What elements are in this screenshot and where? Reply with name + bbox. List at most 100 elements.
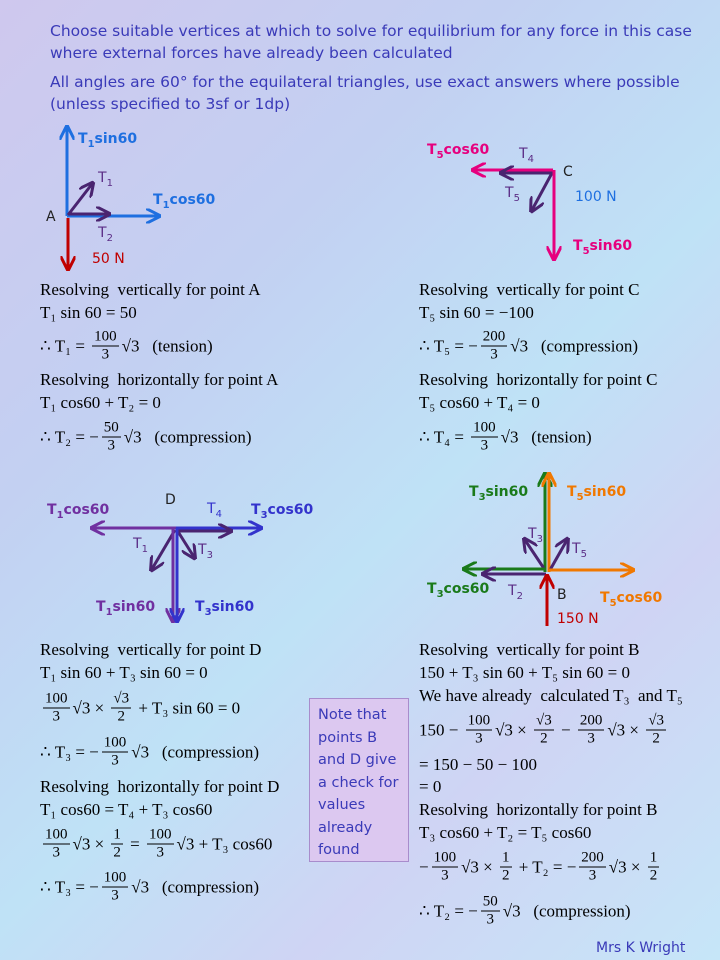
equation-text: ∴ T₁ =: [40, 336, 90, 355]
label-t5: T5: [571, 541, 587, 560]
diagram-point-b: [465, 475, 632, 626]
numerator: 50: [480, 893, 500, 912]
label-50n: 50 N: [92, 251, 125, 267]
equation-line: T₃ cos60 + T₂ = T₅ cos60: [419, 823, 591, 843]
instructions: Choose suitable vertices at which to sol…: [50, 22, 692, 62]
equation-line: Resolving vertically for point C: [419, 280, 640, 300]
equation-text: Resolving vertically for point D: [40, 640, 262, 659]
numerator: √3: [111, 690, 132, 709]
equation-text: ∴ T₂ = −: [40, 427, 99, 446]
numerator: 100: [101, 734, 129, 753]
equation-line: Resolving vertically for point D: [40, 640, 261, 660]
equation-text: =: [125, 834, 145, 853]
label-t4: T4: [518, 146, 534, 165]
label-t1cos60: T1cos60: [153, 192, 216, 211]
equation-text: = 150 − 50 − 100: [419, 755, 538, 774]
numerator: 1: [500, 849, 512, 868]
diagram-point-d: [93, 528, 260, 620]
equation-text: ∴ T₃ = −: [40, 742, 99, 761]
equation-line: Resolving horizontally for point B: [419, 800, 657, 820]
denominator: 3: [101, 346, 110, 363]
numerator: 200: [577, 712, 605, 731]
label-100n: 100 N: [575, 189, 617, 205]
numerator: √3: [646, 712, 666, 731]
equation-line: Resolving vertically for point B: [419, 640, 640, 660]
t3-arrow: [175, 529, 194, 557]
numerator: 1: [111, 826, 123, 845]
denominator: 3: [480, 437, 489, 454]
label-t1cos60: T1cos60: [47, 502, 110, 521]
denominator: 3: [111, 752, 119, 769]
label-point-b: B: [557, 587, 567, 603]
denominator: 2: [652, 730, 660, 747]
equation-text: Resolving horizontally for point B: [419, 800, 658, 819]
label-point-c: C: [563, 164, 573, 180]
equation-line: Resolving horizontally for point A: [40, 370, 278, 390]
equation-text: √3 (tension): [500, 427, 592, 446]
denominator: 3: [587, 730, 595, 747]
denominator: 3: [156, 844, 165, 861]
equation-text: √3 ×: [461, 857, 498, 876]
equation-text: √3 (compression): [131, 742, 260, 761]
equation-text: T₁ sin 60 + T₃ sin 60 = 0: [40, 663, 208, 682]
equation-text: ∴ T₂ = −: [419, 901, 478, 920]
t1-arrow: [152, 529, 177, 569]
numerator: 200: [579, 849, 606, 868]
label-t3cos60: T3cos60: [251, 502, 314, 521]
equation-text: √3 (compression): [502, 901, 631, 920]
equation-line: 150 + T₃ sin 60 + T₅ sin 60 = 0: [419, 663, 630, 683]
label-t5: T5: [504, 185, 520, 204]
equation-text: Resolving horizontally for point C: [419, 370, 658, 389]
equation-text: T₅ sin 60 = −100: [419, 303, 534, 322]
denominator: 3: [52, 844, 61, 861]
numerator: 100: [465, 712, 493, 731]
equation-text: = 0: [419, 777, 442, 796]
numerator: 100: [471, 419, 498, 438]
equation-text: T₃ cos60 + T₂ = T₅ cos60: [419, 823, 592, 842]
equation-text: √3 ×: [72, 698, 109, 717]
equation-text: −: [419, 857, 429, 876]
equation-text: Resolving vertically for point B: [419, 640, 640, 659]
label-t3sin60: T3sin60: [469, 484, 528, 503]
equation-text: −: [556, 720, 575, 739]
numerator: 100: [431, 849, 459, 868]
author: Mrs K Wright: [596, 940, 686, 956]
equation-text: √3 (compression): [123, 427, 252, 446]
label-t2: T2: [97, 225, 113, 244]
label-t5sin60: T5sin60: [573, 238, 632, 257]
label-t2: T2: [507, 583, 523, 602]
denominator: 2: [502, 867, 510, 884]
equation-text: √3 + T₃ cos60: [176, 834, 273, 853]
equation-text: √3 (tension): [121, 336, 213, 355]
equation-line: T₁ cos60 = T₄ + T₃ cos60: [40, 800, 212, 820]
denominator: 3: [486, 911, 495, 928]
equation-text: T₅ cos60 + T₄ = 0: [419, 393, 540, 412]
equation-text: 150 −: [419, 720, 463, 739]
equation-text: Resolving horizontally for point D: [40, 777, 280, 796]
equation-text: √3 ×: [495, 720, 532, 739]
equation-text: √3 ×: [72, 834, 109, 853]
denominator: 3: [52, 708, 61, 725]
label-point-a: A: [46, 209, 56, 225]
equation-line: Resolving vertically for point A: [40, 280, 261, 300]
label-t3: T3: [527, 526, 543, 545]
